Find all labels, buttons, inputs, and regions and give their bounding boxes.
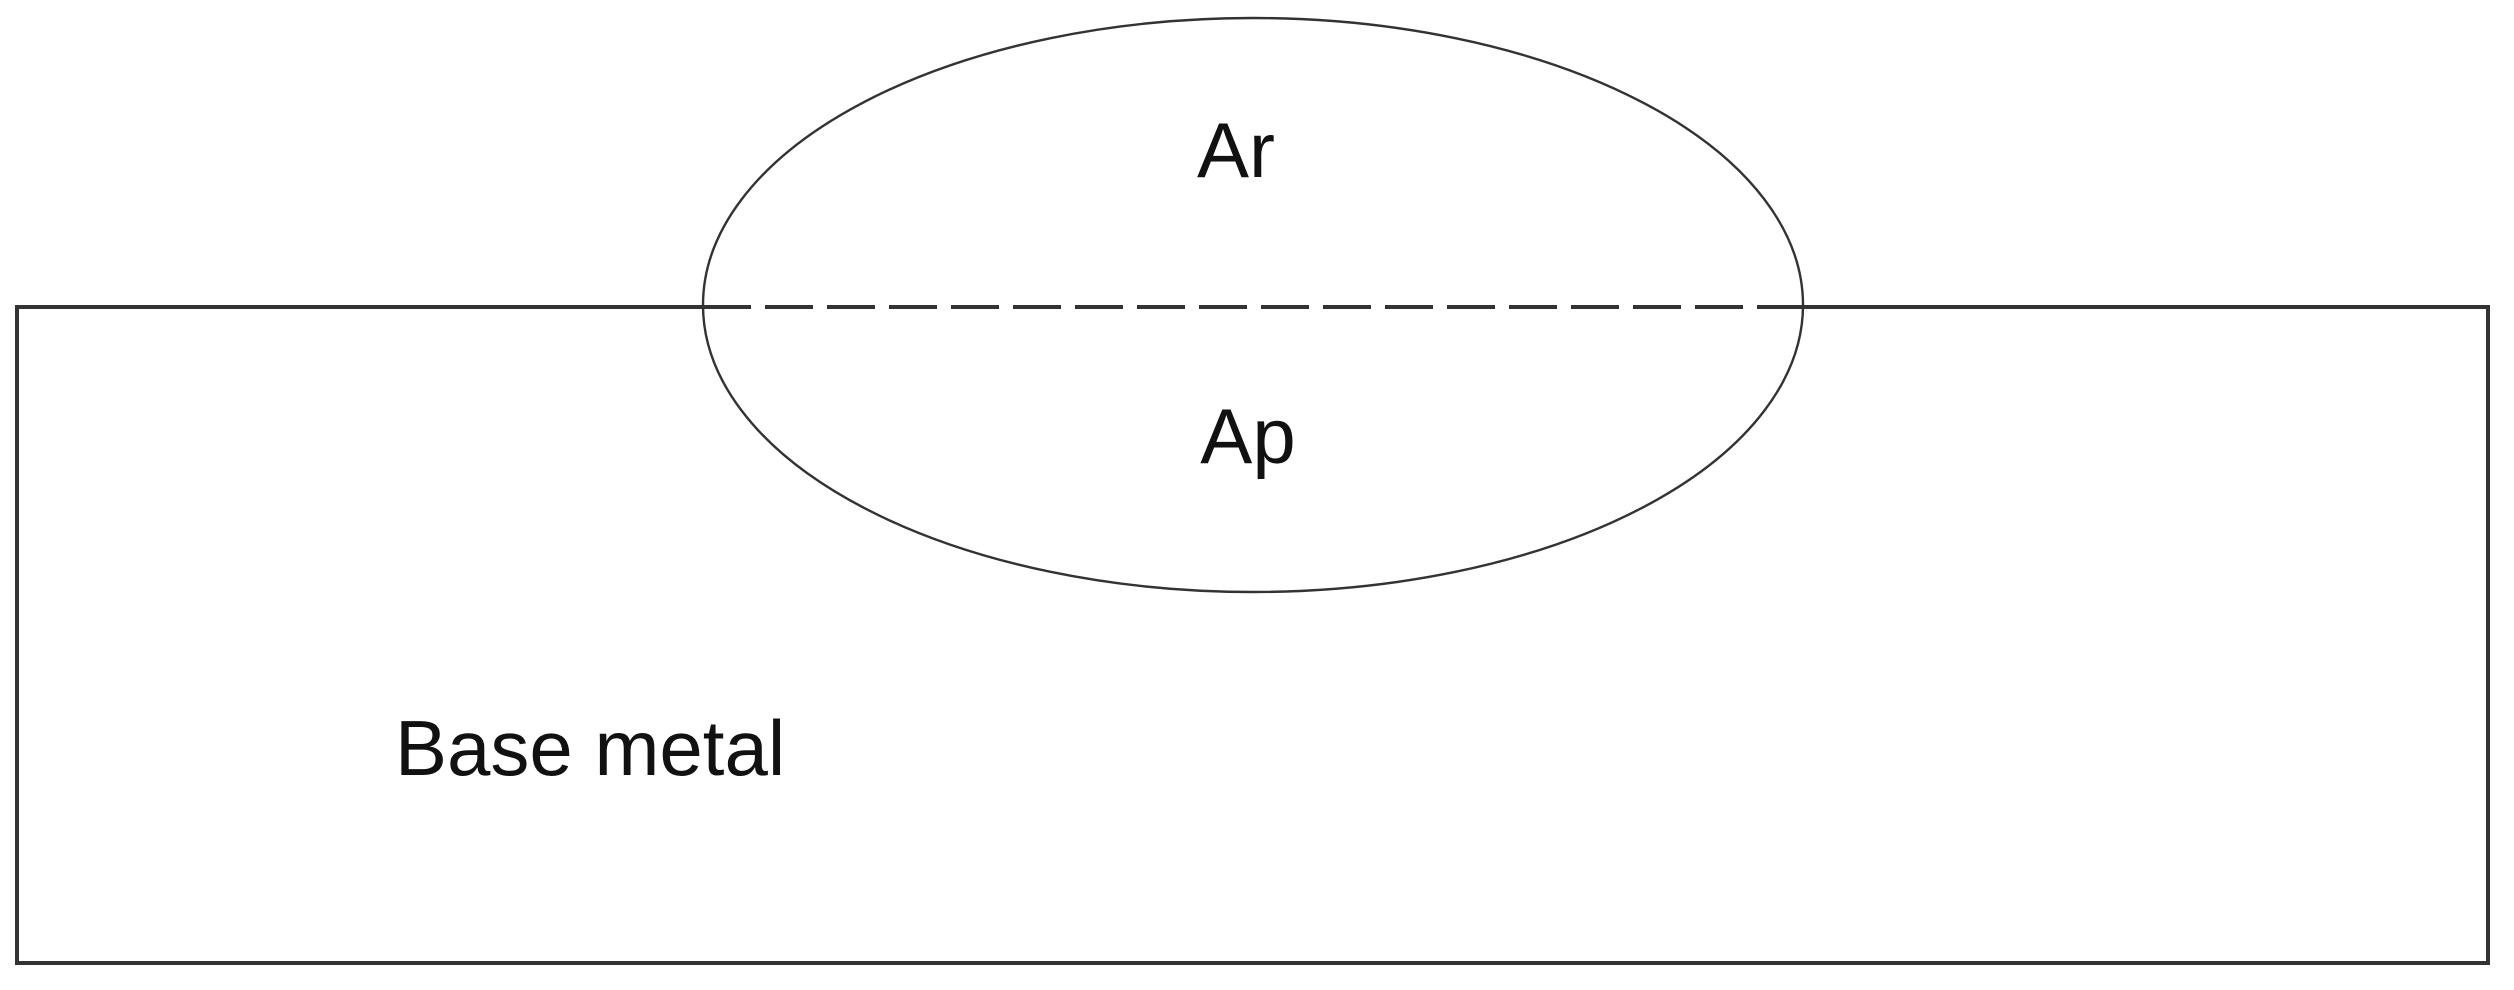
penetration-area-label: Ap [1200,392,1295,480]
weld-bead-ellipse [701,16,1805,594]
reinforcement-area-label: Ar [1197,106,1275,194]
base-metal-label: Base metal [395,704,785,792]
base-metal-rectangle [15,305,2490,965]
